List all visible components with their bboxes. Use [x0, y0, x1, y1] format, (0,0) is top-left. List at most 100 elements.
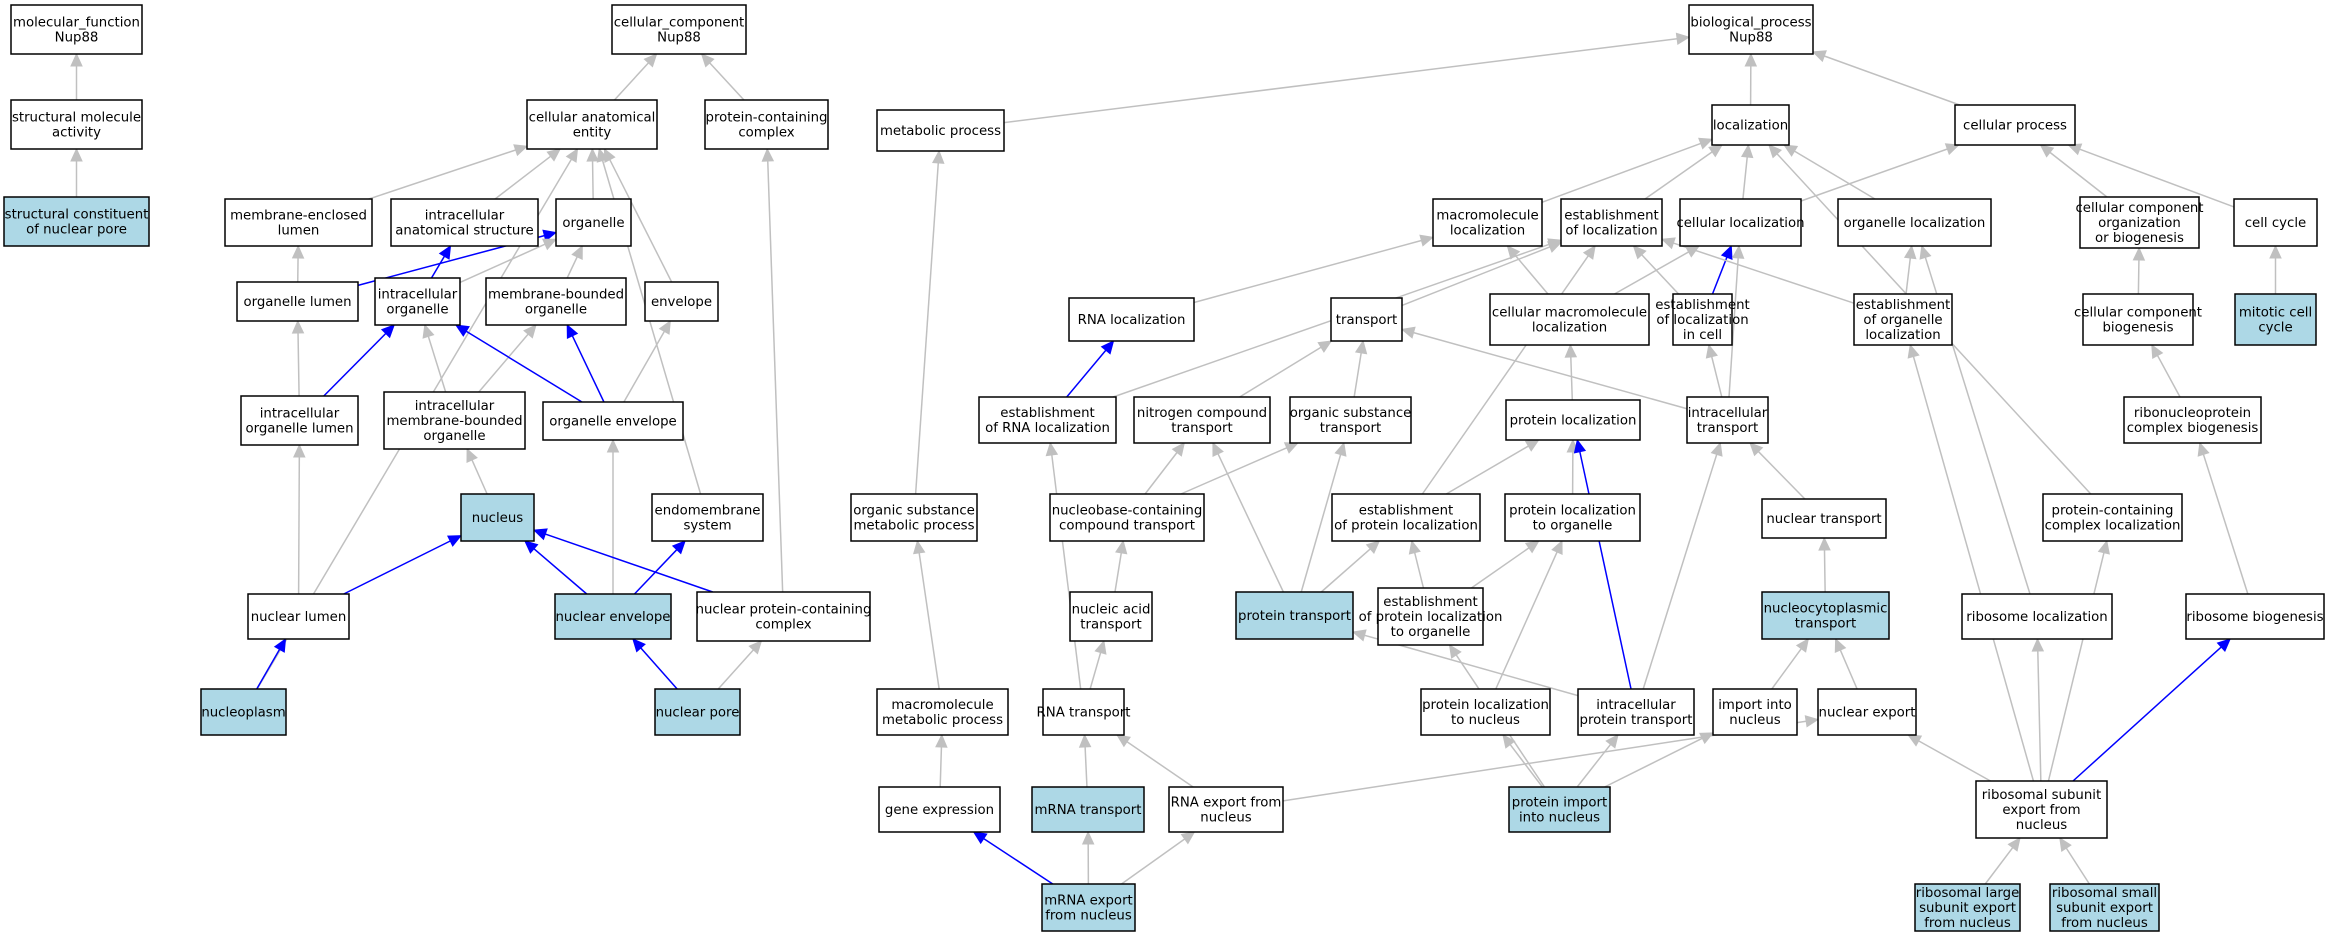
go-term-node-nenv[interactable]: nuclear envelope — [554, 593, 672, 640]
go-term-node-oenv[interactable]: organelle envelope — [542, 401, 684, 441]
go-term-node-cc2[interactable]: cell cycle — [2233, 198, 2318, 247]
node-box[interactable] — [2123, 396, 2262, 444]
node-box[interactable] — [878, 786, 1001, 833]
node-box[interactable] — [876, 109, 1005, 152]
node-box[interactable] — [2234, 293, 2317, 346]
node-box[interactable] — [850, 493, 978, 542]
node-box[interactable] — [526, 99, 658, 150]
node-box[interactable] — [2079, 196, 2200, 249]
node-box[interactable] — [1954, 104, 2076, 146]
node-box[interactable] — [1688, 4, 1814, 55]
node-box[interactable] — [1377, 587, 1484, 646]
go-term-node-env[interactable]: envelope — [644, 281, 719, 322]
node-box[interactable] — [1420, 688, 1551, 736]
node-box[interactable] — [1686, 396, 1769, 444]
node-box[interactable] — [236, 281, 359, 322]
node-box[interactable] — [1049, 493, 1205, 542]
node-box[interactable] — [460, 493, 535, 542]
node-box[interactable] — [1042, 688, 1125, 736]
go-term-node-nt[interactable]: nuclear transport — [1761, 498, 1887, 539]
node-box[interactable] — [1069, 591, 1153, 642]
node-box[interactable] — [1761, 591, 1890, 640]
node-box[interactable] — [1975, 780, 2108, 839]
node-box[interactable] — [2082, 293, 2194, 346]
node-box[interactable] — [1432, 198, 1543, 247]
go-term-node-ge[interactable]: gene expression — [878, 786, 1001, 833]
node-box[interactable] — [2042, 493, 2183, 542]
node-box[interactable] — [10, 4, 143, 55]
node-box[interactable] — [200, 688, 287, 736]
node-box[interactable] — [1961, 593, 2113, 640]
node-box[interactable] — [1489, 293, 1650, 346]
node-box[interactable] — [1068, 297, 1195, 342]
node-box[interactable] — [651, 493, 764, 542]
go-term-node-org[interactable]: organelle — [555, 198, 632, 247]
node-box[interactable] — [978, 396, 1117, 444]
node-box[interactable] — [2185, 593, 2325, 640]
node-box[interactable] — [383, 391, 526, 450]
node-box[interactable] — [1505, 399, 1641, 441]
node-box[interactable] — [390, 198, 539, 247]
go-term-node-nlum[interactable]: nuclear lumen — [247, 593, 350, 640]
go-term-node-ne[interactable]: nuclear export — [1817, 688, 1917, 736]
go-term-node-mp[interactable]: metabolic process — [876, 109, 1005, 152]
node-box[interactable] — [1289, 396, 1412, 444]
go-term-node-nplasm[interactable]: nucleoplasm — [200, 688, 287, 736]
go-term-node-rnat[interactable]: RNA transport — [1037, 688, 1131, 736]
node-box[interactable] — [704, 99, 829, 150]
node-box[interactable] — [1235, 591, 1354, 640]
node-box[interactable] — [1853, 293, 1953, 346]
node-box[interactable] — [3, 196, 150, 247]
node-box[interactable] — [1577, 688, 1695, 736]
go-term-node-ol[interactable]: organelle localization — [1837, 198, 1992, 247]
go-term-node-mrnat[interactable]: mRNA transport — [1031, 786, 1145, 833]
go-term-node-loc[interactable]: localization — [1711, 104, 1790, 146]
node-box[interactable] — [1761, 498, 1887, 539]
node-box[interactable] — [1031, 786, 1145, 833]
go-term-node-rnal[interactable]: RNA localization — [1068, 297, 1195, 342]
node-box[interactable] — [224, 198, 373, 247]
node-box[interactable] — [1133, 396, 1271, 444]
node-box[interactable] — [1914, 883, 2021, 932]
node-box[interactable] — [10, 99, 143, 150]
go-term-node-rl[interactable]: ribosome localization — [1961, 593, 2113, 640]
node-box[interactable] — [1711, 104, 1790, 146]
node-box[interactable] — [1504, 493, 1641, 542]
node-box[interactable] — [1041, 883, 1136, 932]
node-box[interactable] — [2233, 198, 2318, 247]
node-box[interactable] — [374, 277, 461, 326]
go-term-node-npore[interactable]: nuclear pore — [654, 688, 741, 736]
